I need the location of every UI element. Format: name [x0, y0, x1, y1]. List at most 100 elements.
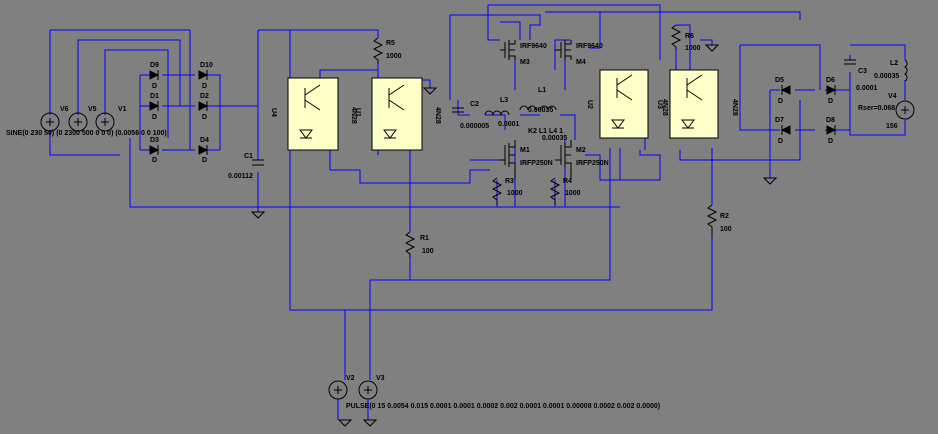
c1-label: C1 [244, 153, 253, 160]
source-v1[interactable]: V1 [95, 106, 127, 132]
diode-d2[interactable]: D2 D [198, 93, 209, 121]
resistor-r5[interactable]: R5 1000 [372, 37, 402, 64]
coupling-directive: K2 L1 L4 1 [528, 128, 563, 135]
d2-model: D [202, 114, 207, 121]
r1-label: R1 [420, 235, 429, 242]
v5-label: V5 [88, 106, 97, 113]
inductor-l4[interactable]: 0.00035 [539, 105, 567, 142]
u3-model: 4N28 [731, 99, 738, 116]
u1-label: U1 [354, 108, 361, 117]
d6-label: D6 [826, 77, 835, 84]
u1-model: 4N28 [434, 107, 441, 124]
d9-label: D9 [150, 62, 159, 69]
d3-label: D3 [150, 137, 159, 144]
inductor-l3[interactable]: L3 0.0001 [484, 97, 520, 128]
diode-d1[interactable]: D1 D [149, 93, 160, 121]
u3-label: U3 [656, 100, 663, 109]
l1-label: L1 [538, 87, 546, 94]
c2-label: C2 [470, 101, 479, 108]
ground-symbols [250, 44, 778, 427]
d3-model: D [152, 157, 157, 164]
v2-label: V2 [346, 375, 355, 382]
source-v3[interactable]: V3 [358, 375, 385, 420]
optocouplers: U4 4N28 U1 4N28 U2 4N28 U3 4N28 [270, 69, 738, 151]
d9-model: D [152, 83, 157, 90]
m1-model: IRFP250N [520, 160, 553, 167]
diode-d10[interactable]: D10 D [198, 62, 213, 90]
diode-d5[interactable]: D5 D [775, 77, 791, 105]
source-v5[interactable]: V5 [68, 106, 97, 132]
u2-label: U2 [586, 100, 593, 109]
resistor-r3[interactable]: R3 1000 [491, 177, 523, 205]
source-v2[interactable]: V2 [328, 375, 355, 420]
source-v4[interactable]: V4 Rser=0.068 156 [858, 93, 915, 130]
capacitors: C1 0.00112 C2 0.000005 C3 0.0001 [228, 59, 878, 180]
r1-value: 100 [422, 248, 434, 255]
diode-d8[interactable]: D8 D [826, 117, 837, 145]
inductor-l2[interactable]: L2 0.00035 [874, 59, 908, 82]
opto-u4[interactable]: U4 4N28 [270, 77, 357, 151]
r3-value: 1000 [507, 190, 523, 197]
l1-value: 0.00035 [528, 107, 553, 114]
d4-label: D4 [200, 137, 209, 144]
r3-label: R3 [505, 178, 514, 185]
resistor-r1[interactable]: R1 100 [404, 231, 434, 258]
d7-label: D7 [775, 117, 784, 124]
l2-label: L2 [890, 60, 898, 67]
sine-spec-label: SINE(0 230 50) (0 2300 500 0 0 0) (0.005… [6, 130, 167, 137]
d8-label: D8 [826, 117, 835, 124]
resistor-r2[interactable]: R2 100 [706, 204, 732, 238]
m4-model: IRF9640 [576, 43, 603, 50]
opto-u1[interactable]: U1 4N28 [354, 77, 441, 151]
c2-value: 0.000005 [460, 123, 489, 130]
mosfet-m4[interactable]: IRF9640 M4 [555, 40, 603, 66]
v3-label: V3 [376, 375, 385, 382]
d10-model: D [202, 83, 207, 90]
v4-rser: Rser=0.068 [858, 105, 895, 112]
d1-label: D1 [150, 93, 159, 100]
v4-label: V4 [888, 93, 897, 100]
d7-model: D [778, 138, 783, 145]
diode-d7[interactable]: D7 D [775, 117, 791, 145]
u4-label: U4 [270, 108, 277, 117]
inductors: L3 0.0001 L1 0.00035 0.00035 K2 L1 L4 1 … [484, 59, 908, 142]
capacitor-c1[interactable]: C1 0.00112 [228, 153, 264, 180]
mosfet-m3[interactable]: IRF9640 M3 [500, 40, 547, 66]
v6-label: V6 [60, 106, 69, 113]
c3-label: C3 [858, 68, 867, 75]
u4-model: 4N28 [350, 107, 357, 124]
m4-label: M4 [576, 59, 586, 66]
capacitor-c3[interactable]: C3 0.0001 [844, 59, 878, 92]
diodes: D9 D D10 D D1 D D2 D D3 D D4 D [149, 62, 837, 164]
u2-model: 4N28 [661, 99, 668, 116]
c1-value: 0.00112 [228, 173, 253, 180]
r6-value: 1000 [685, 45, 701, 52]
mosfet-m1[interactable]: M1 IRFP250N [500, 140, 553, 180]
diode-d3[interactable]: D3 D [149, 137, 160, 164]
v1-label: V1 [118, 106, 127, 113]
r2-value: 100 [720, 226, 732, 233]
diode-d6[interactable]: D6 D [826, 77, 837, 105]
capacitor-c2[interactable]: C2 0.000005 [452, 101, 489, 130]
r6-label: R6 [685, 33, 694, 40]
opto-u3[interactable]: U3 4N28 [656, 69, 738, 139]
resistor-r6[interactable]: R6 1000 [670, 24, 701, 52]
inductor-l1[interactable]: L1 0.00035 [519, 87, 553, 114]
m2-model: IRFP250N [576, 160, 609, 167]
r4-value: 1000 [565, 190, 581, 197]
l3-label: L3 [500, 97, 508, 104]
opto-u2[interactable]: U2 4N28 [586, 69, 668, 139]
d6-model: D [828, 98, 833, 105]
m3-model: IRF9640 [520, 43, 547, 50]
diode-d9[interactable]: D9 D [149, 62, 160, 90]
l2-value: 0.00035 [874, 73, 899, 80]
d8-model: D [828, 138, 833, 145]
source-v6[interactable]: V6 [40, 106, 69, 132]
resistor-r4[interactable]: R4 1000 [549, 177, 581, 205]
c3-value: 0.0001 [856, 85, 878, 92]
mosfet-m2[interactable]: M2 IRFP250N [555, 140, 609, 180]
d5-label: D5 [775, 77, 784, 84]
diode-d4[interactable]: D4 D [198, 137, 209, 164]
pulse-spec-label: PULSE(0 15 0.0054 0.015 0.0001 0.0001 0.… [346, 403, 660, 410]
